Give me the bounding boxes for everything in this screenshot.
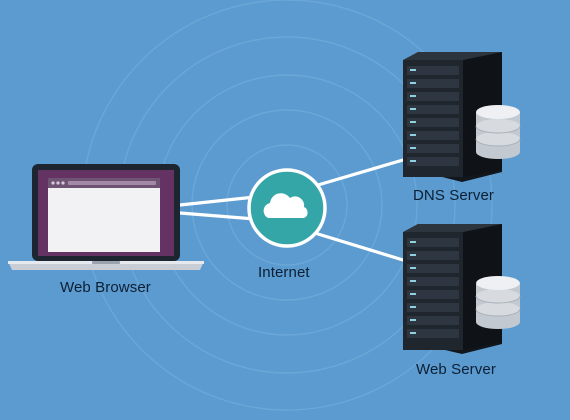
web-server-icon — [403, 224, 521, 354]
web-server-label: Web Server — [416, 361, 496, 378]
browser-address-bar — [68, 181, 156, 185]
laptop-notch — [92, 261, 120, 264]
dns-rack-leds — [410, 69, 416, 162]
browser-to-internet-line-2 — [178, 211, 257, 221]
dns-rack-top — [403, 52, 502, 60]
internet-to-web-line — [316, 232, 405, 262]
browser-to-internet-line-1 — [178, 195, 257, 207]
connections — [178, 158, 405, 262]
dns-rack-units — [407, 66, 459, 166]
dns-server-icon — [403, 52, 521, 182]
web-rack-leds — [410, 241, 416, 334]
web-rack-units — [407, 238, 459, 338]
browser-window — [48, 178, 160, 252]
dns-server-label: DNS Server — [413, 187, 495, 204]
internet-label: Internet — [258, 264, 310, 281]
internet-to-dns-line — [316, 158, 405, 187]
database-icon — [475, 276, 521, 329]
web-rack-top — [403, 224, 502, 232]
cloud-circle-ring — [247, 168, 327, 248]
cloud-shape — [263, 193, 308, 218]
cloud-icon — [247, 168, 327, 248]
laptop-icon — [8, 164, 204, 270]
database-icon — [475, 105, 521, 159]
web-browser-label: Web Browser — [60, 279, 151, 296]
browser-dot-2 — [56, 181, 60, 185]
browser-dot-3 — [61, 181, 65, 185]
browser-dot-1 — [51, 181, 55, 185]
ring-1 — [226, 144, 348, 266]
